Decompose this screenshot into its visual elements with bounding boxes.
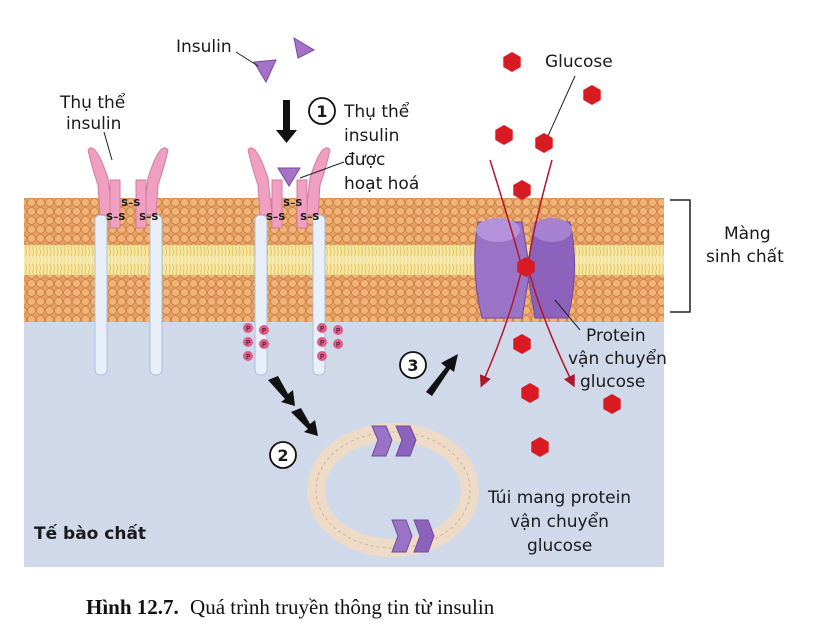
transporter-vesicle [307,423,479,557]
disulfide-bond-label: S–S [266,212,285,223]
phosphate-mark [333,339,343,349]
label-membrane-line2: sinh chất [706,246,784,267]
phosphate-label: P [262,341,266,349]
arrow-step-1 [276,100,297,143]
phosphate-label: P [262,327,266,335]
phosphate-mark [333,325,343,335]
phosphate-mark [243,337,253,347]
figure-caption: Hình 12.7. Quá trình truyền thông tin từ… [86,595,495,619]
glucose-molecules [495,52,621,457]
glucose-molecule [495,125,513,145]
label-activated-line1: Thụ thể [343,101,410,122]
insulin-molecule [293,36,316,59]
label-activated-line3: được [344,150,385,170]
phosphate-mark [317,351,327,361]
insulin-molecule [253,59,277,84]
phosphate-mark [259,339,269,349]
label-vesicle-line2: vận chuyển [510,511,609,532]
caption-title: Quá trình truyền thông tin từ insulin [190,595,495,619]
label-transporter-line2: vận chuyển [568,348,667,369]
phosphate-label: P [246,353,250,361]
glucose-molecule [503,52,521,72]
label-activated-line4: hoạt hoá [344,174,419,194]
label-membrane-line1: Màng [724,224,771,244]
phosphate-mark [317,337,327,347]
signal-arrows [268,100,458,436]
disulfide-bond-label: S–S [139,212,158,223]
label-activated-line2: insulin [344,126,399,146]
disulfide-bond-label: S–S [106,212,125,223]
glucose-molecule [517,257,535,277]
phosphate-label: P [336,341,340,349]
label-glucose: Glucose [545,52,613,72]
phosphate-mark [259,325,269,335]
disulfide-bond-label: S–S [300,212,319,223]
glucose-molecule [583,85,601,105]
step-2-marker: 2 [269,441,297,469]
label-cytoplasm: Tế bào chất [34,523,146,544]
step-2-number: 2 [277,446,288,465]
phosphate-label: P [320,325,324,333]
glucose-molecule [603,394,621,414]
step-3-number: 3 [407,356,418,375]
glucose-molecule [521,383,539,403]
glucose-molecule [513,334,531,354]
label-transporter-line1: Protein [586,326,646,346]
caption-figure-number: Hình 12.7. [86,595,179,619]
step-1-number: 1 [316,102,327,121]
disulfide-bond-label: S–S [283,198,302,209]
arrow-step-2b [291,408,318,436]
leader-lines [103,51,581,331]
phosphate-mark [317,323,327,333]
arrow-step-2a [268,376,295,406]
phosphate-mark [243,323,253,333]
phosphate-mark [243,351,253,361]
label-vesicle-line3: glucose [527,536,592,556]
glucose-molecule [531,437,549,457]
label-vesicle-line1: Túi mang protein [487,488,631,508]
arrow-step-3 [426,354,458,396]
glucose-molecule [535,133,553,153]
insulin-bound [277,167,301,187]
label-insulin: Insulin [176,37,232,57]
insulin-receptor-inactive [87,147,169,376]
glucose-molecule [513,180,531,200]
label-receptor-line2: insulin [66,114,121,134]
step-3-marker: 3 [399,351,427,379]
phosphate-label: P [336,327,340,335]
step-1-marker: 1 [308,97,336,125]
phosphate-label: P [246,339,250,347]
label-receptor-line1: Thụ thể [59,92,126,113]
phosphate-label: P [320,353,324,361]
phosphate-label: P [320,339,324,347]
membrane-bracket [670,199,691,313]
label-transporter-line3: glucose [580,372,645,392]
disulfide-bond-labels: S–S S–S S–S S–S S–S S–S [106,198,319,223]
phosphate-label: P [246,325,250,333]
disulfide-bond-label: S–S [121,198,140,209]
